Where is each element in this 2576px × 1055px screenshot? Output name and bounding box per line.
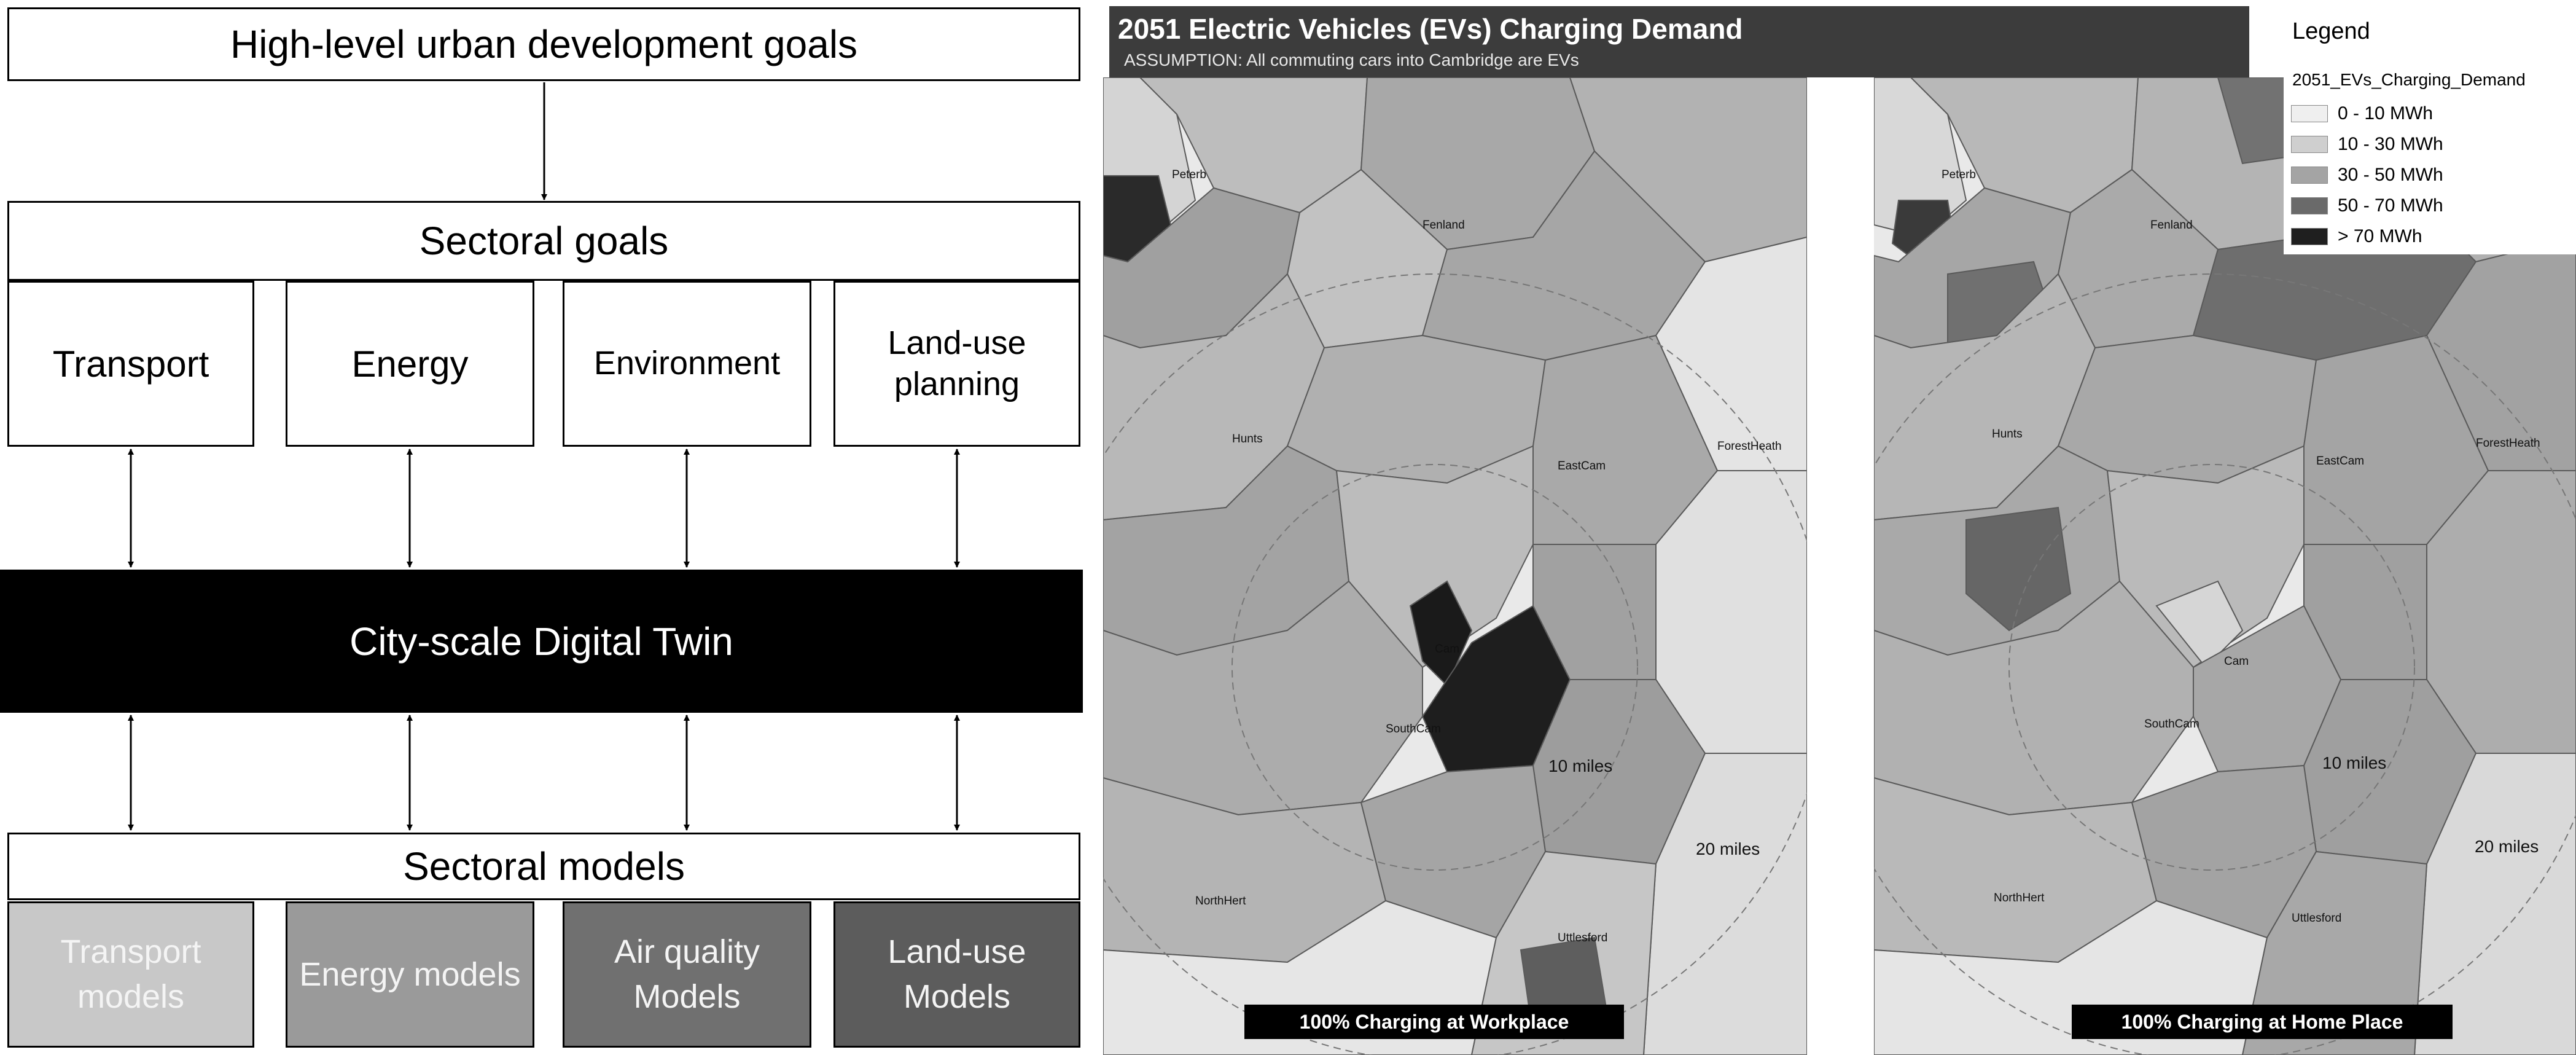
model-box-transport: Transport models (7, 901, 254, 1048)
goal-box-environment: Environment (563, 281, 811, 447)
map-caption-home: 100% Charging at Home Place (2072, 1005, 2453, 1039)
legend-label: > 70 MWh (2338, 226, 2422, 246)
place-label: Uttlesford (1558, 931, 1608, 944)
model-box-air-quality: Air quality Models (563, 901, 811, 1048)
zone (2413, 753, 2576, 1055)
legend-swatch (2291, 136, 2328, 153)
legend-label: 30 - 50 MWh (2338, 165, 2443, 185)
place-label: EastCam (2316, 455, 2365, 468)
map-legend: Legend 2051_EVs_Charging_Demand 0 - 10 M… (2284, 9, 2576, 254)
legend-item: 0 - 10 MWh (2291, 103, 2433, 124)
goal-label: Environment (593, 345, 781, 382)
map-title-bar: 2051 Electric Vehicles (EVs) Charging De… (1109, 6, 2249, 77)
map-panel-workplace: Peterb Fenland Hunts EastCam ForestHeath… (1103, 77, 1807, 1055)
place-label: ForestHeath (2476, 437, 2540, 450)
place-label: Hunts (1232, 433, 1263, 445)
zone (1874, 77, 1967, 238)
sectoral-models-label: Sectoral models (403, 844, 685, 888)
map-title: 2051 Electric Vehicles (EVs) Charging De… (1118, 13, 1743, 45)
place-label: Hunts (1992, 428, 2023, 441)
model-box-land-use: Land-use Models (833, 901, 1080, 1048)
place-label: NorthHert (1195, 895, 1246, 908)
place-label: NorthHert (1994, 892, 2045, 904)
legend-label: 50 - 70 MWh (2338, 195, 2443, 216)
legend-item: 50 - 70 MWh (2291, 195, 2443, 216)
goal-label: Energy (351, 343, 469, 385)
sectoral-models-box: Sectoral models (7, 833, 1080, 900)
place-label: Peterb (1942, 168, 1976, 181)
zone (1965, 506, 2072, 632)
digital-twin-label: City-scale Digital Twin (349, 619, 733, 664)
legend-heading: Legend (2292, 18, 2370, 44)
place-label: Cam (2224, 655, 2249, 668)
place-label: Fenland (2150, 219, 2193, 232)
legend-field-name: 2051_EVs_Charging_Demand (2292, 70, 2526, 89)
distance-ring (1231, 464, 1638, 871)
sectoral-goals-label: Sectoral goals (419, 219, 669, 263)
ring-label: 10 miles (2322, 753, 2387, 772)
place-label: EastCam (1558, 460, 1606, 473)
legend-label: 10 - 30 MWh (2338, 134, 2443, 154)
ring-label: 20 miles (1696, 839, 1760, 858)
place-label: Uttlesford (2292, 912, 2342, 925)
ring-label: 10 miles (1548, 756, 1613, 775)
legend-item: 10 - 30 MWh (2291, 134, 2443, 155)
place-label: Cam (1435, 643, 1460, 656)
place-label: Peterb (1172, 168, 1206, 181)
model-box-energy: Energy models (286, 901, 534, 1048)
sectoral-goals-box: Sectoral goals (7, 201, 1080, 281)
model-label: Air quality Models (614, 933, 760, 1015)
map-caption-workplace: 100% Charging at Workplace (1244, 1005, 1624, 1039)
caption-label: 100% Charging at Home Place (2121, 1010, 2403, 1033)
digital-twin-box: City-scale Digital Twin (0, 570, 1083, 713)
place-label: SouthCam (2144, 718, 2199, 731)
model-label: Land-use Models (888, 933, 1026, 1015)
legend-swatch (2291, 105, 2328, 122)
zone (1409, 580, 1473, 687)
goal-box-transport: Transport (7, 281, 254, 447)
caption-label: 100% Charging at Workplace (1299, 1010, 1569, 1033)
goal-label: Land-use planning (888, 324, 1026, 403)
legend-swatch (2291, 228, 2328, 245)
place-label: SouthCam (1386, 723, 1441, 735)
place-label: ForestHeath (1717, 440, 1782, 453)
model-label: Energy models (299, 955, 521, 993)
model-label: Transport models (60, 933, 201, 1015)
legend-swatch (2291, 197, 2328, 214)
top-goal-box: High-level urban development goals (7, 7, 1080, 81)
map-subtitle: ASSUMPTION: All commuting cars into Camb… (1124, 50, 1579, 69)
connector-arrows (128, 82, 960, 831)
goal-box-land-use-planning: Land-use planning (833, 281, 1080, 447)
goal-label: Transport (52, 343, 209, 385)
legend-label: 0 - 10 MWh (2338, 103, 2434, 124)
distance-ring (2008, 464, 2415, 871)
place-label: Fenland (1423, 219, 1465, 232)
zone (1642, 753, 1807, 1055)
legend-item: > 70 MWh (2291, 226, 2422, 247)
top-goal-label: High-level urban development goals (230, 22, 858, 66)
goal-box-energy: Energy (286, 281, 534, 447)
zone (2155, 580, 2244, 669)
legend-swatch (2291, 167, 2328, 184)
ring-label: 20 miles (2475, 837, 2539, 856)
legend-item: 30 - 50 MWh (2291, 165, 2443, 186)
